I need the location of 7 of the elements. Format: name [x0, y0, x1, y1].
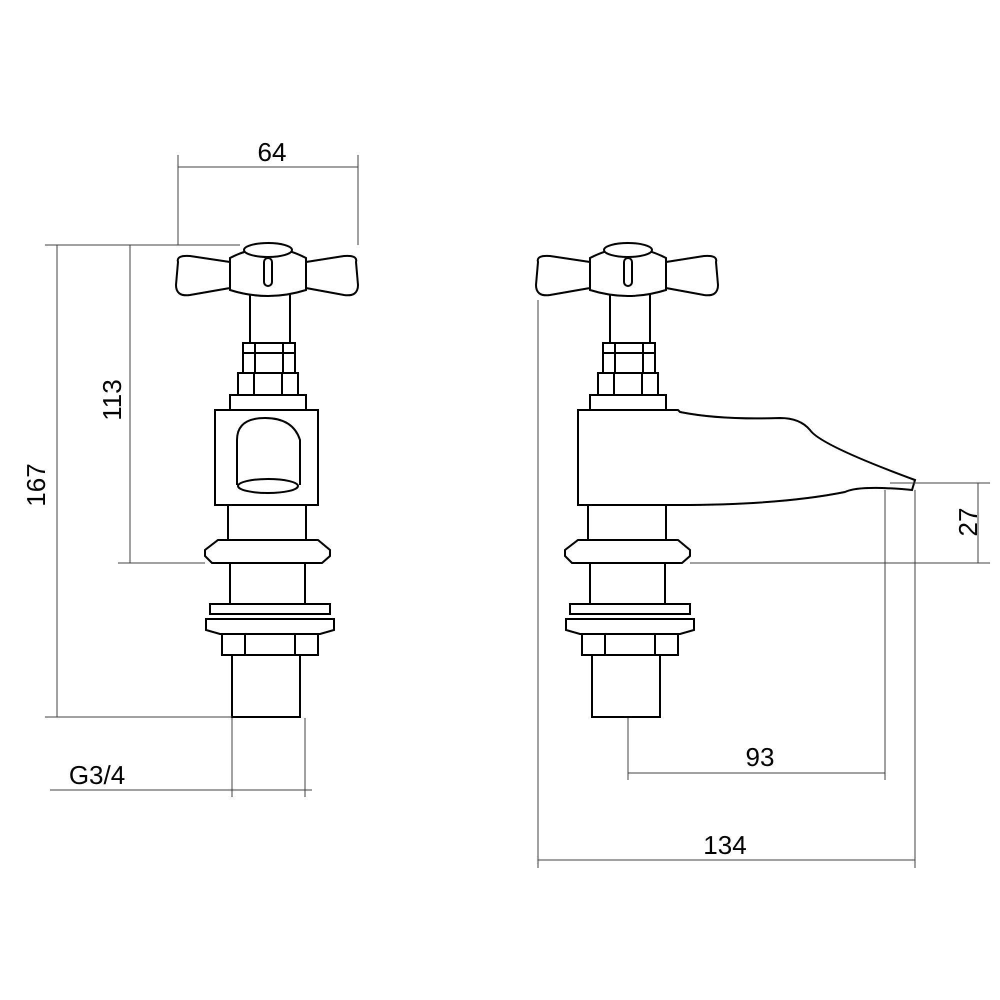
- dimension-label: G3/4: [68, 762, 126, 788]
- dimension-label: 64: [258, 139, 286, 165]
- dimension-label: 134: [703, 832, 747, 858]
- dimension-label: 113: [99, 379, 125, 421]
- dimension-label: 27: [955, 508, 981, 536]
- dimension-label: 93: [746, 744, 774, 770]
- dimension-label: 167: [23, 463, 49, 507]
